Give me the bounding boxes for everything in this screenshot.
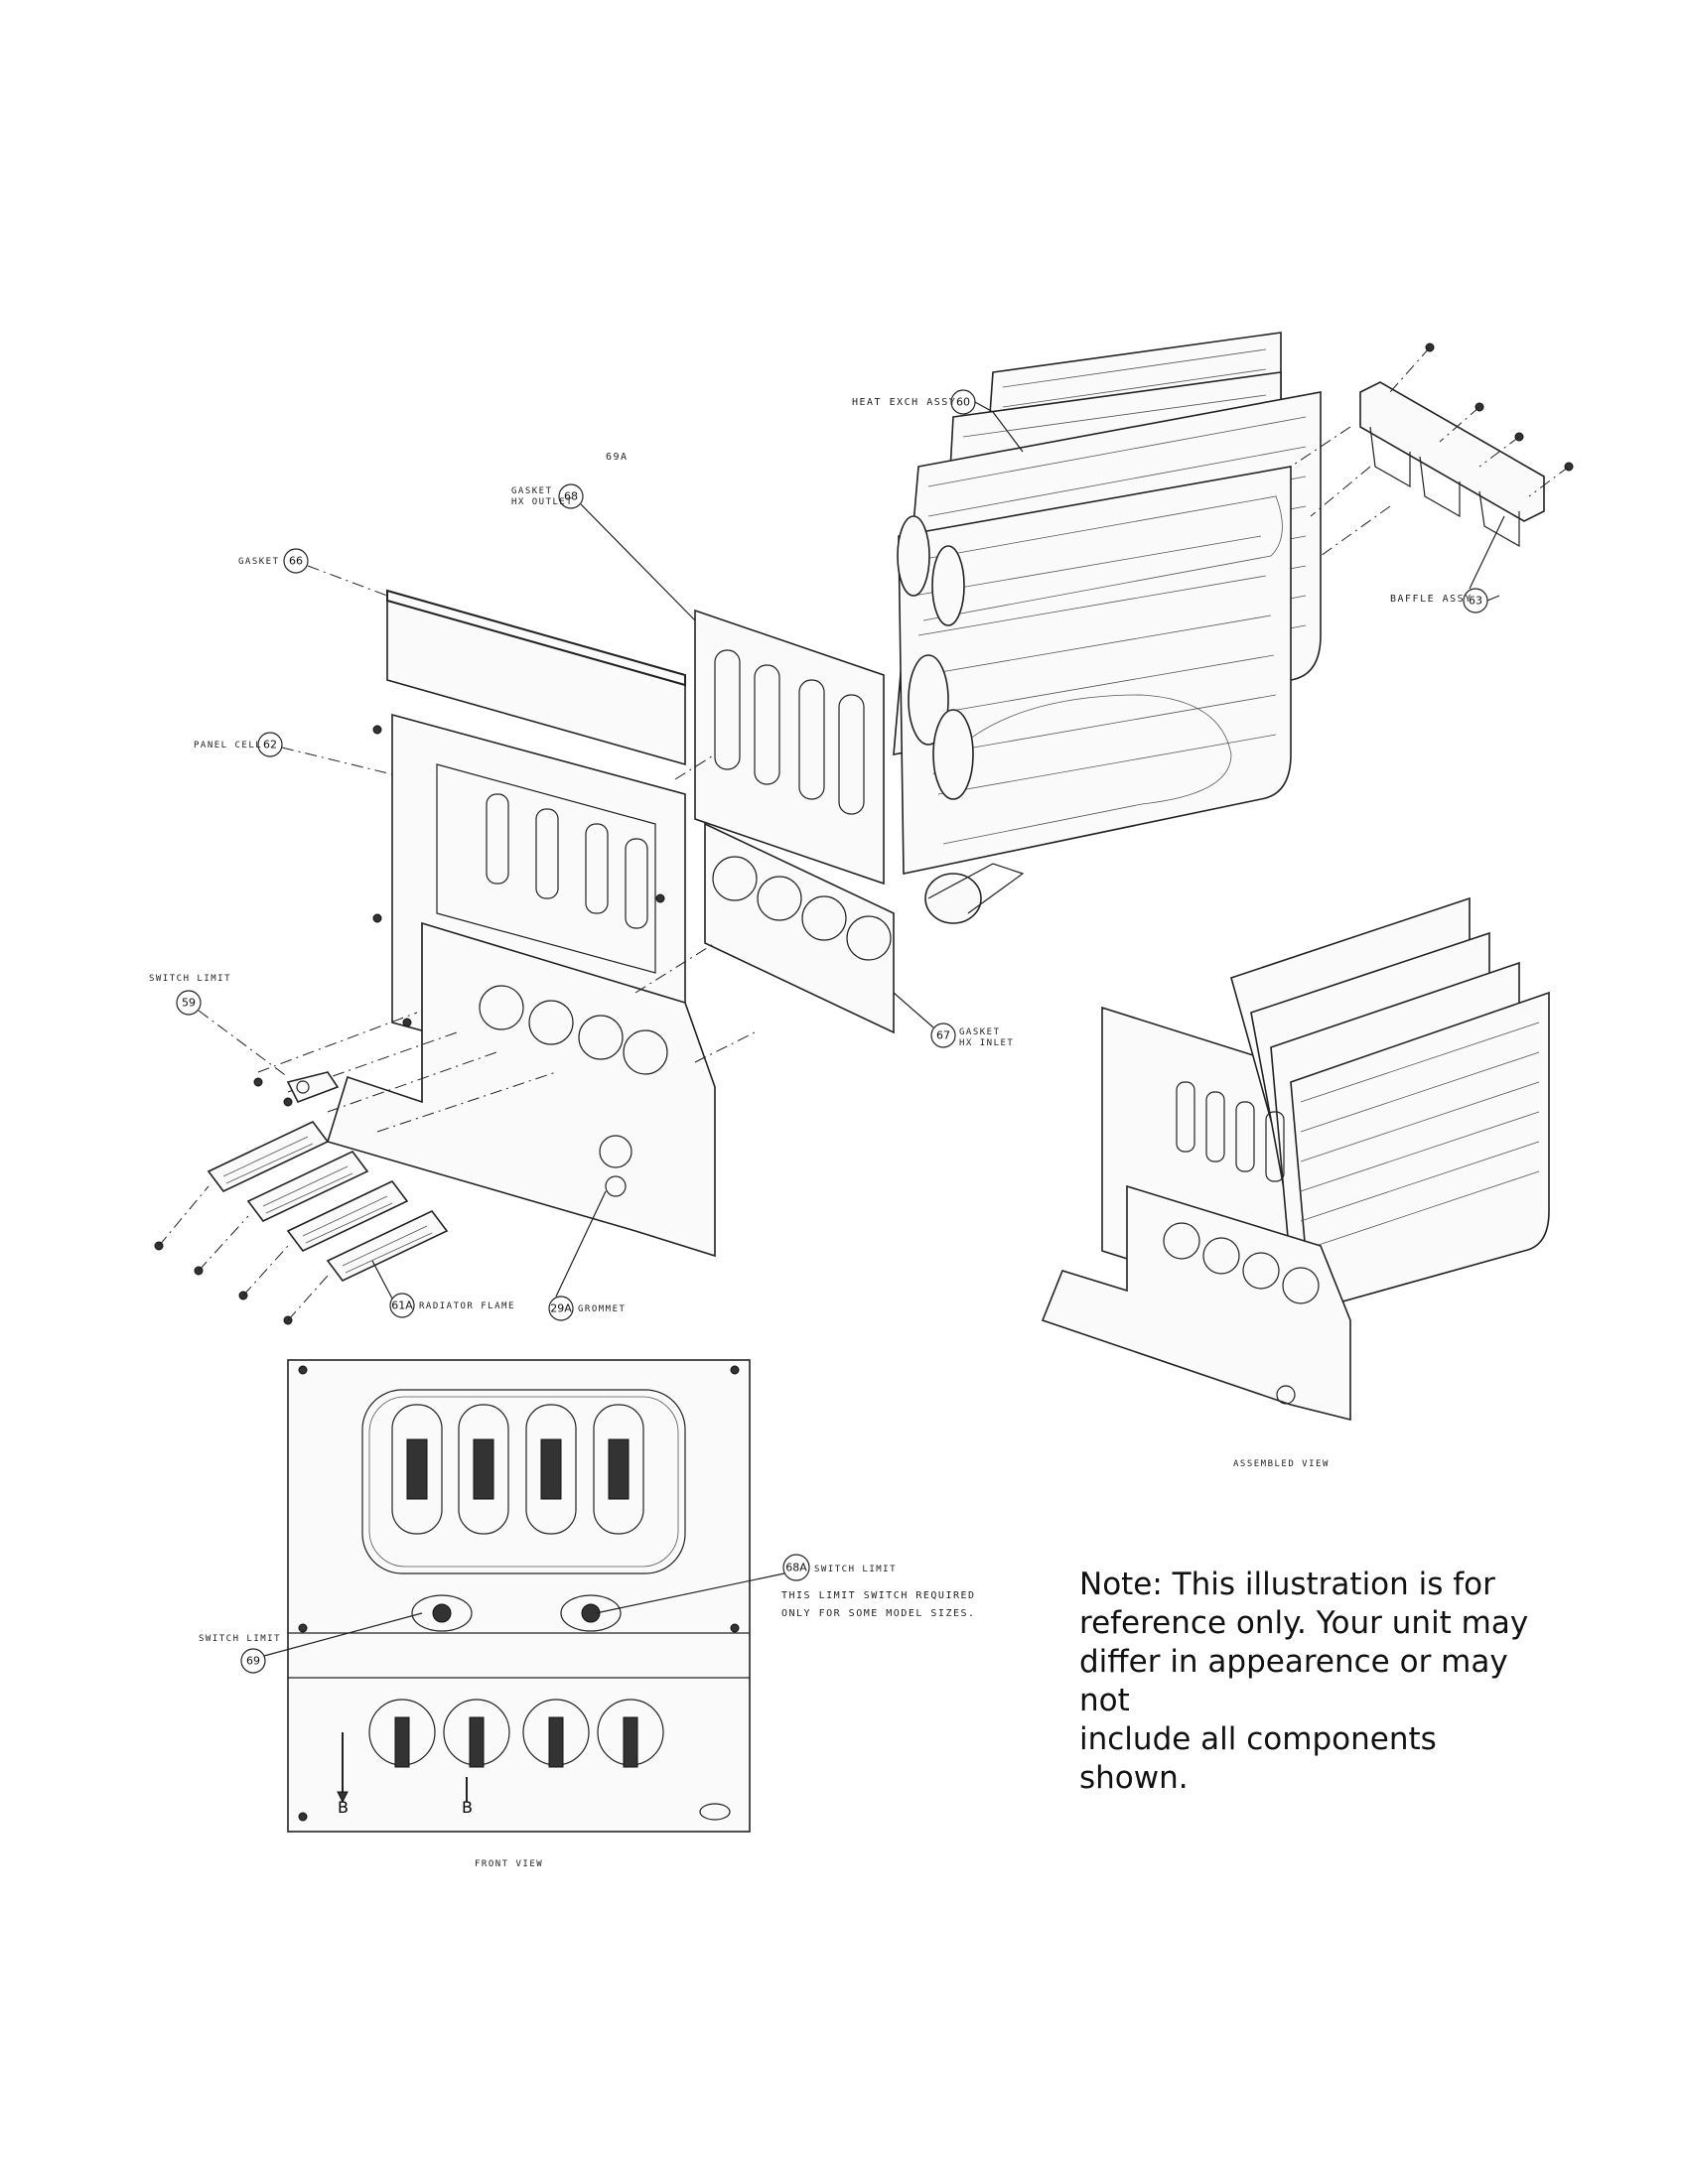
front-view-limit-switches [411,1594,622,1632]
callout-67 [930,1023,956,1048]
callout-29a-num: 29A [550,1302,572,1315]
label-switch-required-1: THIS LIMIT SWITCH REQUIRED [781,1590,976,1601]
label-gasket-hx-inlet-1: GASKET [959,1027,1001,1037]
callout-60-num: 60 [956,396,970,409]
panel-cell [326,713,716,1258]
callout-69-num: 69 [246,1655,260,1668]
note-line-2: reference only. Your unit may [1079,1605,1529,1641]
section-b-left: B [338,1798,349,1817]
callout-29a [548,1296,574,1321]
gasket-66 [386,589,686,766]
front-view-drawing [287,1359,751,1833]
note-line-3: differ in appearence or may not [1079,1644,1508,1718]
callout-59 [176,990,202,1016]
callout-66-num: 66 [289,555,303,568]
label-baffle-assy: BAFFLE ASSY [1390,594,1473,605]
label-gasket-hx-outlet-1: GASKET [511,486,553,496]
label-gasket-hx-inlet-2: HX INLET [959,1038,1014,1048]
baffle-assembly [1290,342,1574,557]
label-switch-limit-68a: SWITCH LIMIT [814,1565,897,1574]
callout-61a-num: 61A [391,1299,413,1312]
radiator-flames [154,1120,449,1325]
callout-68a-num: 68A [785,1562,807,1574]
reference-note: Note: This illustration is for reference… [1079,1566,1546,1798]
note-line-1: Note: This illustration is for [1079,1567,1495,1602]
front-view-burner-ports [368,1699,664,1768]
callout-61a [389,1293,415,1318]
label-gasket: GASKET [238,557,280,567]
label-grommet: GROMMET [578,1304,626,1314]
heat-exchanger-assembly [893,332,1322,924]
callout-59-num: 59 [182,997,196,1010]
callout-68-num: 68 [564,490,578,503]
label-switch-required-2: ONLY FOR SOME MODEL SIZES. [781,1608,976,1619]
callout-67-num: 67 [936,1029,950,1042]
label-69a-ref: 69A [606,452,629,463]
switch-limit-left [253,1071,340,1107]
callout-66 [283,548,309,574]
callout-63-num: 63 [1469,595,1482,608]
label-radiator-flame: RADIATOR FLAME [419,1301,515,1311]
callout-68a [782,1554,810,1581]
callout-69 [240,1648,266,1674]
label-switch-limit-left: SWITCH LIMIT [149,974,231,984]
assembled-view-drawing [1041,896,1550,1422]
section-b-right: B [462,1798,473,1817]
note-line-4: include all components shown. [1079,1721,1437,1796]
label-heat-exch-assy: HEAT EXCH ASSY [852,397,956,408]
label-panel-cell: PANEL CELL [194,741,262,751]
label-switch-limit-front: SWITCH LIMIT [199,1634,281,1644]
gasket-hx-outlet [694,609,885,886]
callout-62-num: 62 [263,739,277,751]
gasket-hx-inlet [704,822,895,1034]
label-gasket-hx-outlet-2: HX OUTLET [511,497,573,507]
callout-62 [257,732,283,757]
callout-68 [558,483,584,509]
front-view-burner-openings [391,1404,644,1535]
label-front-view: FRONT VIEW [475,1859,543,1869]
label-assembled-view: ASSEMBLED VIEW [1233,1459,1330,1469]
